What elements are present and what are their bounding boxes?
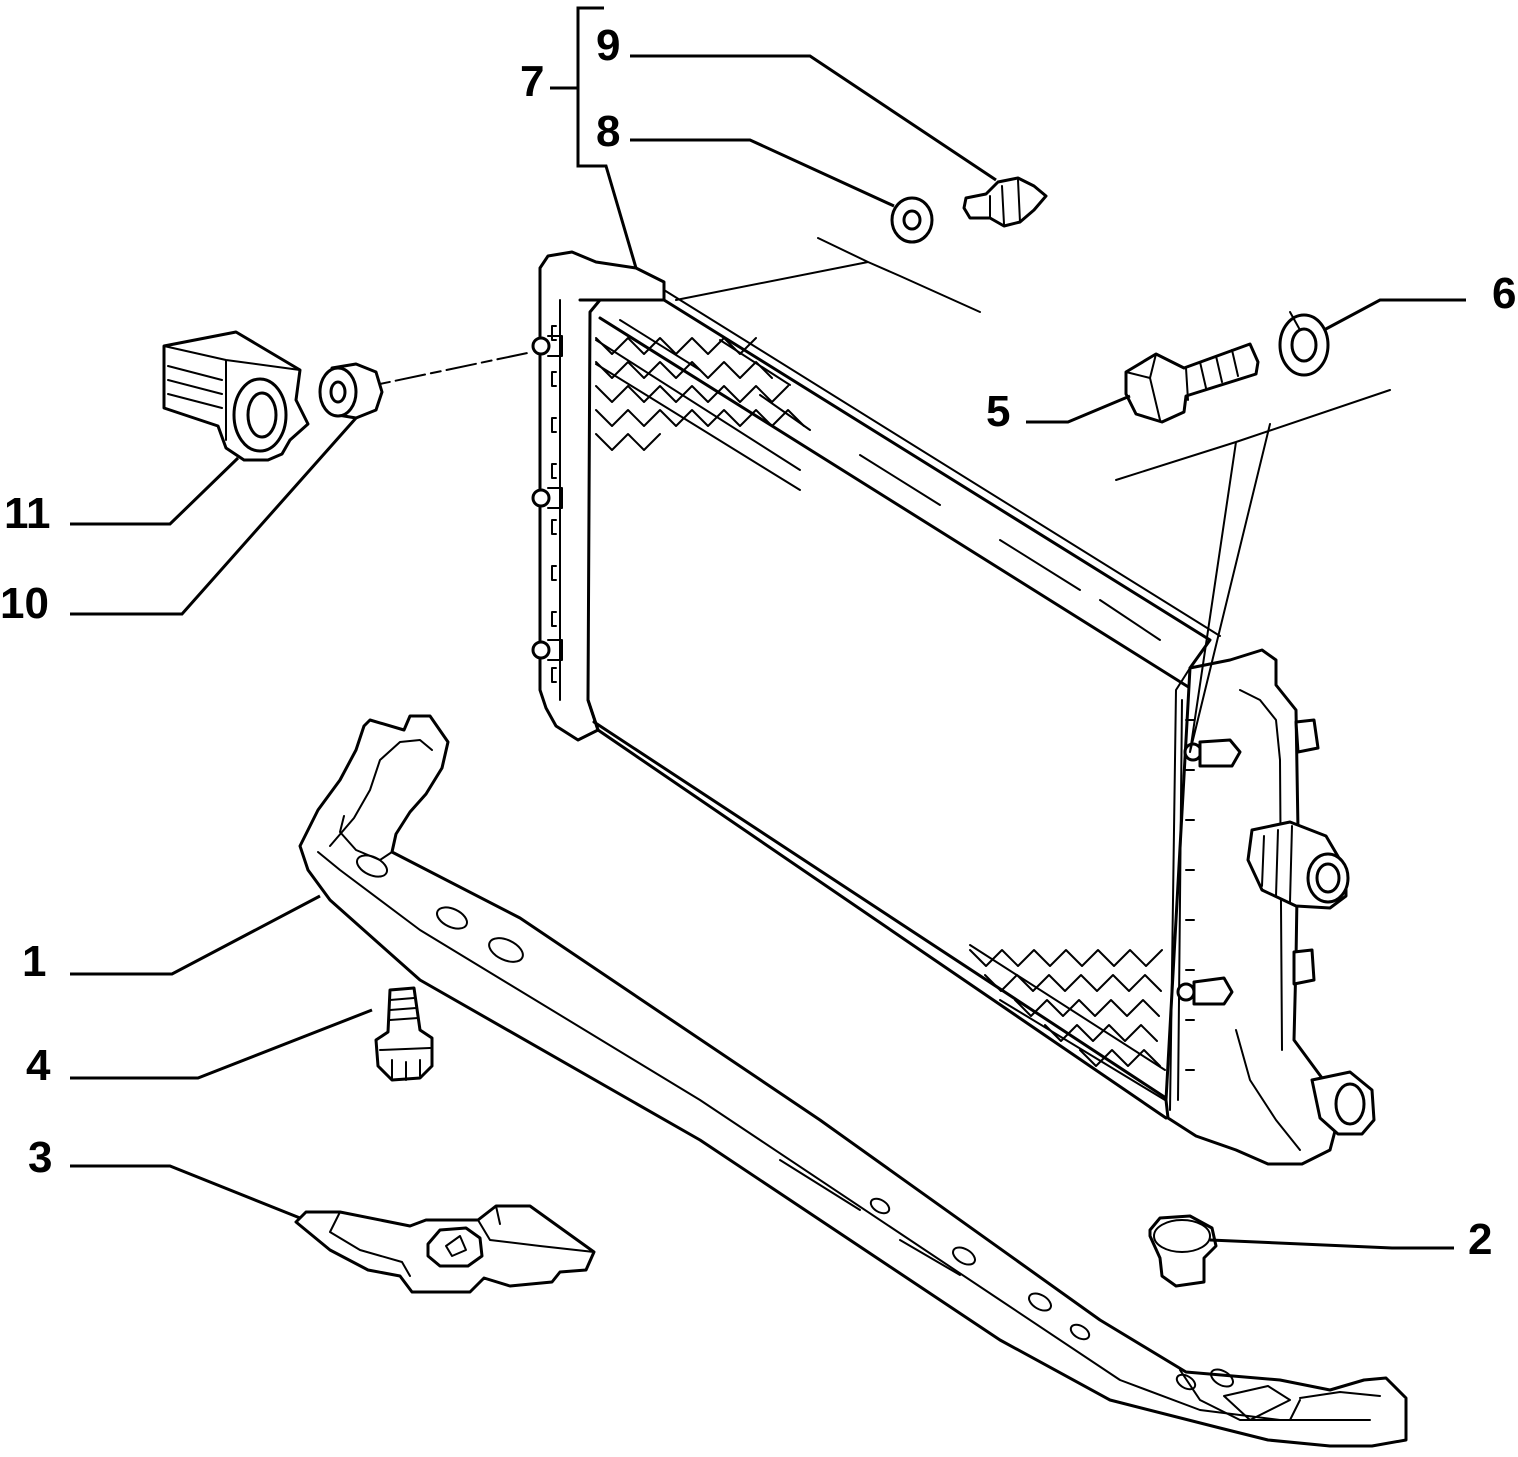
spring-washer (1278, 311, 1330, 377)
callout-4: 4 (26, 1041, 51, 1090)
callout-7: 7 (520, 57, 544, 106)
callout-1: 1 (22, 937, 46, 986)
callout-labels: 1 2 3 4 5 6 7 8 9 10 11 (0, 21, 1516, 1264)
callout-8: 8 (596, 107, 620, 156)
lower-cross-member (298, 714, 1408, 1448)
callout-2: 2 (1468, 1215, 1492, 1264)
rubber-bush (318, 362, 384, 420)
bleed-screw (962, 176, 1048, 228)
callout-11: 11 (4, 489, 51, 538)
callout-3: 3 (28, 1133, 52, 1182)
washer (890, 196, 934, 244)
grommet (1148, 1214, 1218, 1288)
threaded-stud (374, 986, 434, 1082)
callout-6: 6 (1492, 269, 1516, 318)
callout-10: 10 (0, 579, 49, 628)
callout-5: 5 (986, 387, 1010, 436)
hex-bolt (1124, 342, 1260, 424)
bracket-plate (294, 1204, 596, 1294)
mounting-bracket (162, 330, 310, 462)
radiator (531, 250, 1376, 1166)
callout-9: 9 (596, 21, 620, 70)
leader-lines (70, 6, 1466, 1250)
